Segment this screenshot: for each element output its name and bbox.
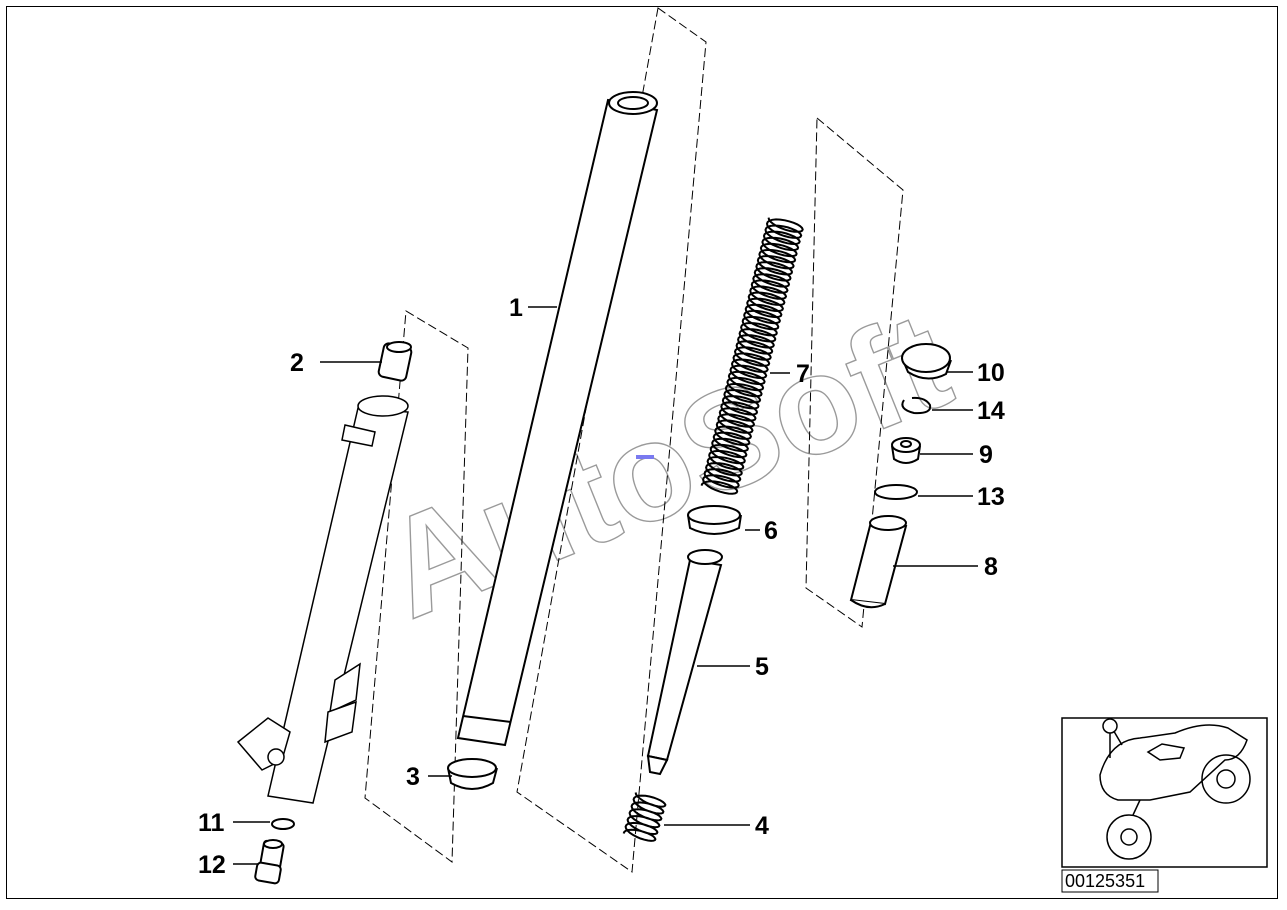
diagram-code: 00125351	[1065, 871, 1145, 891]
part-1-fork-tube[interactable]	[456, 91, 659, 747]
part-10-cap[interactable]	[901, 343, 952, 380]
part-13-o-ring[interactable]	[874, 484, 918, 500]
part-12-bolt[interactable]	[254, 839, 285, 885]
group-outline-right	[805, 116, 904, 628]
part-label-12: 12	[198, 851, 226, 879]
part-5-damper-rod[interactable]	[646, 549, 723, 776]
group-outline-left	[364, 310, 469, 863]
part-7-spring[interactable]	[700, 217, 804, 495]
group-outlines	[364, 7, 904, 873]
part-label-13: 13	[977, 483, 1005, 511]
part-11-washer[interactable]	[271, 818, 295, 830]
part-8-spacer-tube[interactable]	[849, 515, 908, 609]
part-label-2: 2	[290, 349, 304, 377]
part-label-7: 7	[796, 360, 810, 388]
part-14-circlip[interactable]	[901, 396, 932, 415]
part-label-1: 1	[509, 294, 523, 322]
part-label-6: 6	[764, 517, 778, 545]
part-6-spacer-ring[interactable]	[687, 505, 742, 535]
part-label-8: 8	[984, 553, 998, 581]
motorcycle-thumbnail-icon	[1099, 718, 1251, 860]
leader-lines	[233, 306, 978, 865]
thumbnail-box	[1061, 717, 1268, 868]
diagram-code-box	[1061, 869, 1159, 893]
part-2-bushing[interactable]	[377, 341, 413, 382]
part-9-valve[interactable]	[891, 437, 921, 464]
part-label-10: 10	[977, 359, 1005, 387]
part-label-5: 5	[755, 653, 769, 681]
group-outline-center	[516, 7, 707, 873]
part-4-small-spring[interactable]	[622, 792, 667, 842]
part-label-14: 14	[977, 397, 1005, 425]
part-3-ring[interactable]	[447, 758, 498, 790]
part-label-9: 9	[979, 441, 993, 469]
fork-slider	[236, 395, 409, 804]
part-label-11: 11	[198, 809, 225, 837]
part-label-4: 4	[755, 812, 769, 840]
part-label-3: 3	[406, 763, 420, 791]
diagram-frame	[6, 6, 1278, 899]
